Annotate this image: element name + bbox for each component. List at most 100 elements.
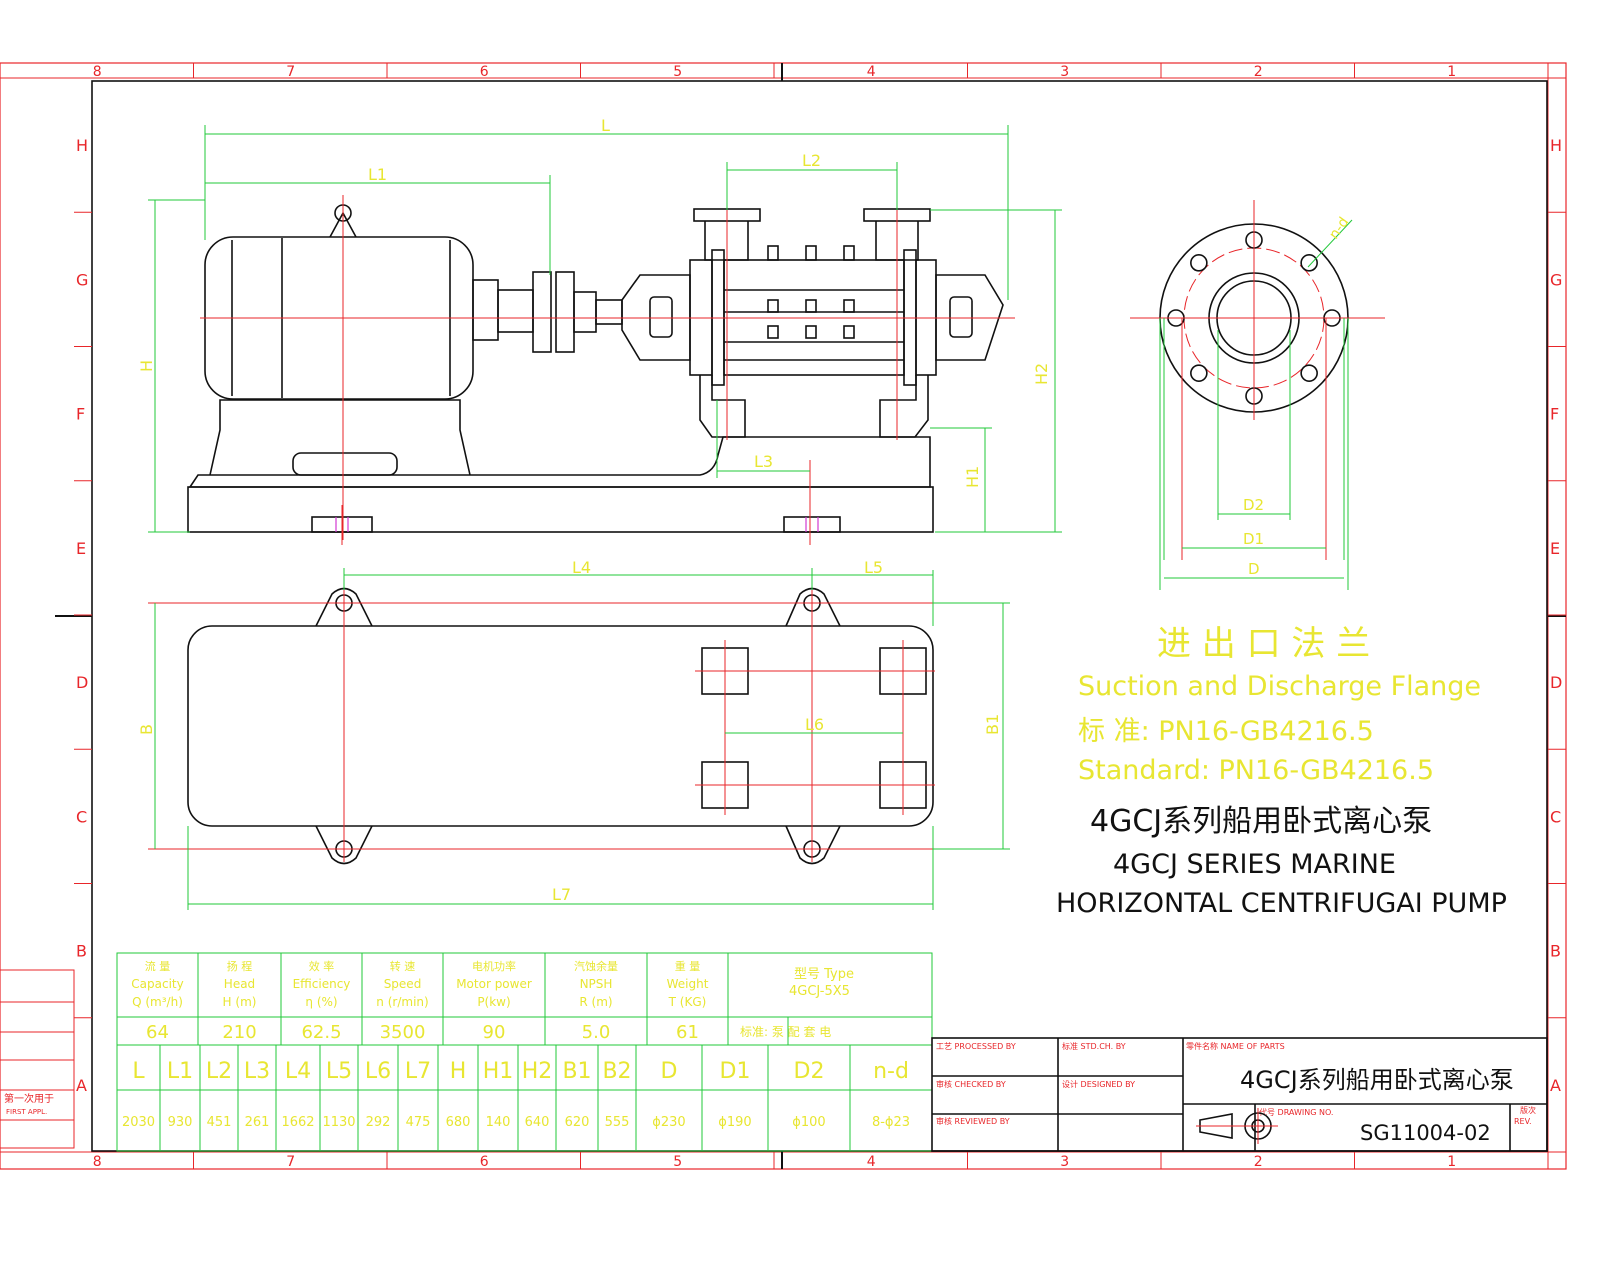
- dim-column-lines: [159, 1045, 851, 1151]
- row-letter-right: H: [1550, 136, 1562, 155]
- col-number-top: 7: [286, 64, 295, 80]
- bolt-hole: [1300, 364, 1318, 382]
- col-number-bottom: 1: [1447, 1154, 1456, 1170]
- col-number-top: 5: [673, 64, 682, 80]
- dim-header: B1: [562, 1059, 591, 1084]
- row-letter-right: B: [1550, 942, 1561, 961]
- dim-value: 555: [605, 1115, 630, 1130]
- drawing-number: SG11004-02: [1360, 1121, 1491, 1145]
- rev-label: REV.: [1514, 1117, 1532, 1126]
- dim-header: B2: [602, 1059, 631, 1084]
- col-number-bottom: 3: [1060, 1154, 1069, 1170]
- dim-value: 1130: [322, 1115, 355, 1130]
- dim-label-H2: H2: [1032, 363, 1051, 385]
- dim-header: D: [661, 1059, 678, 1084]
- spec-header-cn: 扬 程: [227, 959, 253, 973]
- type-label: 型号 Type: [794, 967, 854, 982]
- col-number-top: 4: [867, 64, 876, 80]
- dim-header: L4: [285, 1059, 311, 1084]
- row-letter-left: D: [76, 673, 88, 692]
- col-number-bottom: 7: [286, 1154, 295, 1170]
- dim-header: L1: [167, 1059, 193, 1084]
- plan-dimensions: L4 L5 L6 L7 B B1: [137, 558, 1010, 910]
- pump-elevation-view: [187, 195, 1015, 545]
- col-number-top: 3: [1060, 64, 1069, 80]
- dim-label-D2: D2: [1243, 496, 1264, 514]
- drawing-no-label: 代号 DRAWING NO.: [1259, 1107, 1333, 1117]
- dim-header: L2: [206, 1059, 232, 1084]
- rev-cn-label: 版次: [1520, 1105, 1536, 1115]
- spec-header-en: Capacity: [131, 977, 183, 991]
- spec-column-lines: [197, 953, 789, 1045]
- row-letter-left: C: [76, 807, 87, 826]
- dim-label-B: B: [137, 724, 156, 735]
- dim-value: 261: [245, 1115, 270, 1130]
- dim-label-L1: L1: [368, 165, 387, 184]
- col-number-bottom: 2: [1254, 1154, 1263, 1170]
- spec-header-unit: T (KG): [668, 995, 707, 1009]
- dim-header: L7: [405, 1059, 431, 1084]
- flange-standard-cn: 标 准: PN16-GB4216.5: [1078, 716, 1374, 747]
- spec-header-cn: 效 率: [309, 959, 335, 973]
- spec-value: 90: [483, 1022, 506, 1043]
- spec-value: 5.0: [582, 1022, 611, 1043]
- flange-title-cn: 进 出 口 法 兰: [1157, 624, 1370, 664]
- row-letter-left: F: [76, 405, 85, 424]
- row-letter-left: B: [76, 942, 87, 961]
- spec-header-en: Speed: [384, 977, 422, 991]
- spec-header-unit: Q (m³/h): [132, 995, 183, 1009]
- spec-header-en: Head: [224, 977, 255, 991]
- dim-label-H1: H1: [963, 466, 982, 488]
- spec-header-en: NPSH: [580, 977, 613, 991]
- dim-label-L2: L2: [802, 151, 821, 170]
- dim-label-L4: L4: [572, 558, 591, 577]
- title-block: 工艺 PROCESSED BY 标准 STD.CH. BY 零件名称 NAME …: [931, 1037, 1548, 1152]
- pump-title-block: 4GCJ系列船用卧式离心泵 4GCJ SERIES MARINE HORIZON…: [1056, 804, 1507, 919]
- dim-label-L7: L7: [552, 885, 571, 904]
- dim-value: 292: [366, 1115, 391, 1130]
- row-letter-left: A: [76, 1076, 87, 1095]
- dim-header: D2: [794, 1059, 825, 1084]
- dim-value: ϕ190: [718, 1115, 751, 1130]
- checked-by-label: 审核 CHECKED BY: [936, 1079, 1006, 1089]
- side-stamp-boxes: 第一次用于 FIRST APPL.: [0, 969, 75, 1149]
- row-letter-right: D: [1550, 673, 1562, 692]
- dim-value: ϕ230: [652, 1115, 685, 1130]
- dim-value: ϕ100: [792, 1115, 825, 1130]
- row-letter-left: E: [76, 539, 86, 558]
- type-value: 4GCJ-5X5: [789, 984, 850, 999]
- pump-plan-view: [148, 576, 1010, 865]
- dim-label-B1: B1: [983, 714, 1002, 735]
- spec-header-unit: R (m): [579, 995, 612, 1009]
- dim-label-L3: L3: [754, 452, 773, 471]
- spec-header-unit: n (r/min): [376, 995, 428, 1009]
- dim-value: 2030: [122, 1115, 155, 1130]
- spec-header-cn: 重 量: [675, 959, 701, 973]
- dim-header: D1: [720, 1059, 751, 1084]
- flange-notes: 进 出 口 法 兰 Suction and Discharge Flange 标…: [1078, 624, 1481, 786]
- col-number-top: 8: [93, 64, 102, 80]
- dim-label-L6: L6: [805, 715, 824, 734]
- col-number-top: 1: [1447, 64, 1456, 80]
- col-number-bottom: 4: [867, 1154, 876, 1170]
- dim-value: 680: [446, 1115, 471, 1130]
- std-check-label: 标准 STD.CH. BY: [1062, 1041, 1126, 1051]
- designed-by-label: 设计 DESIGNED BY: [1062, 1079, 1135, 1089]
- pump-title-en-line2: HORIZONTAL CENTRIFUGAI PUMP: [1056, 888, 1507, 919]
- bolt-hole: [1190, 364, 1208, 382]
- col-number-top: 6: [480, 64, 489, 80]
- spec-header-unit: P(kw): [477, 995, 510, 1009]
- reviewed-by-label: 审核 REVIEWED BY: [936, 1116, 1010, 1126]
- dim-label-L5: L5: [864, 558, 883, 577]
- dim-header: H: [450, 1059, 467, 1084]
- first-appl-cn: 第一次用于: [4, 1092, 54, 1105]
- spec-header-unit: η (%): [305, 995, 337, 1009]
- row-letter-right: F: [1550, 405, 1559, 424]
- pump-title-cn: 4GCJ系列船用卧式离心泵: [1090, 804, 1432, 839]
- first-appl-en: FIRST APPL.: [6, 1108, 47, 1116]
- bolt-hole: [1190, 254, 1208, 272]
- spec-value: 64: [146, 1022, 169, 1043]
